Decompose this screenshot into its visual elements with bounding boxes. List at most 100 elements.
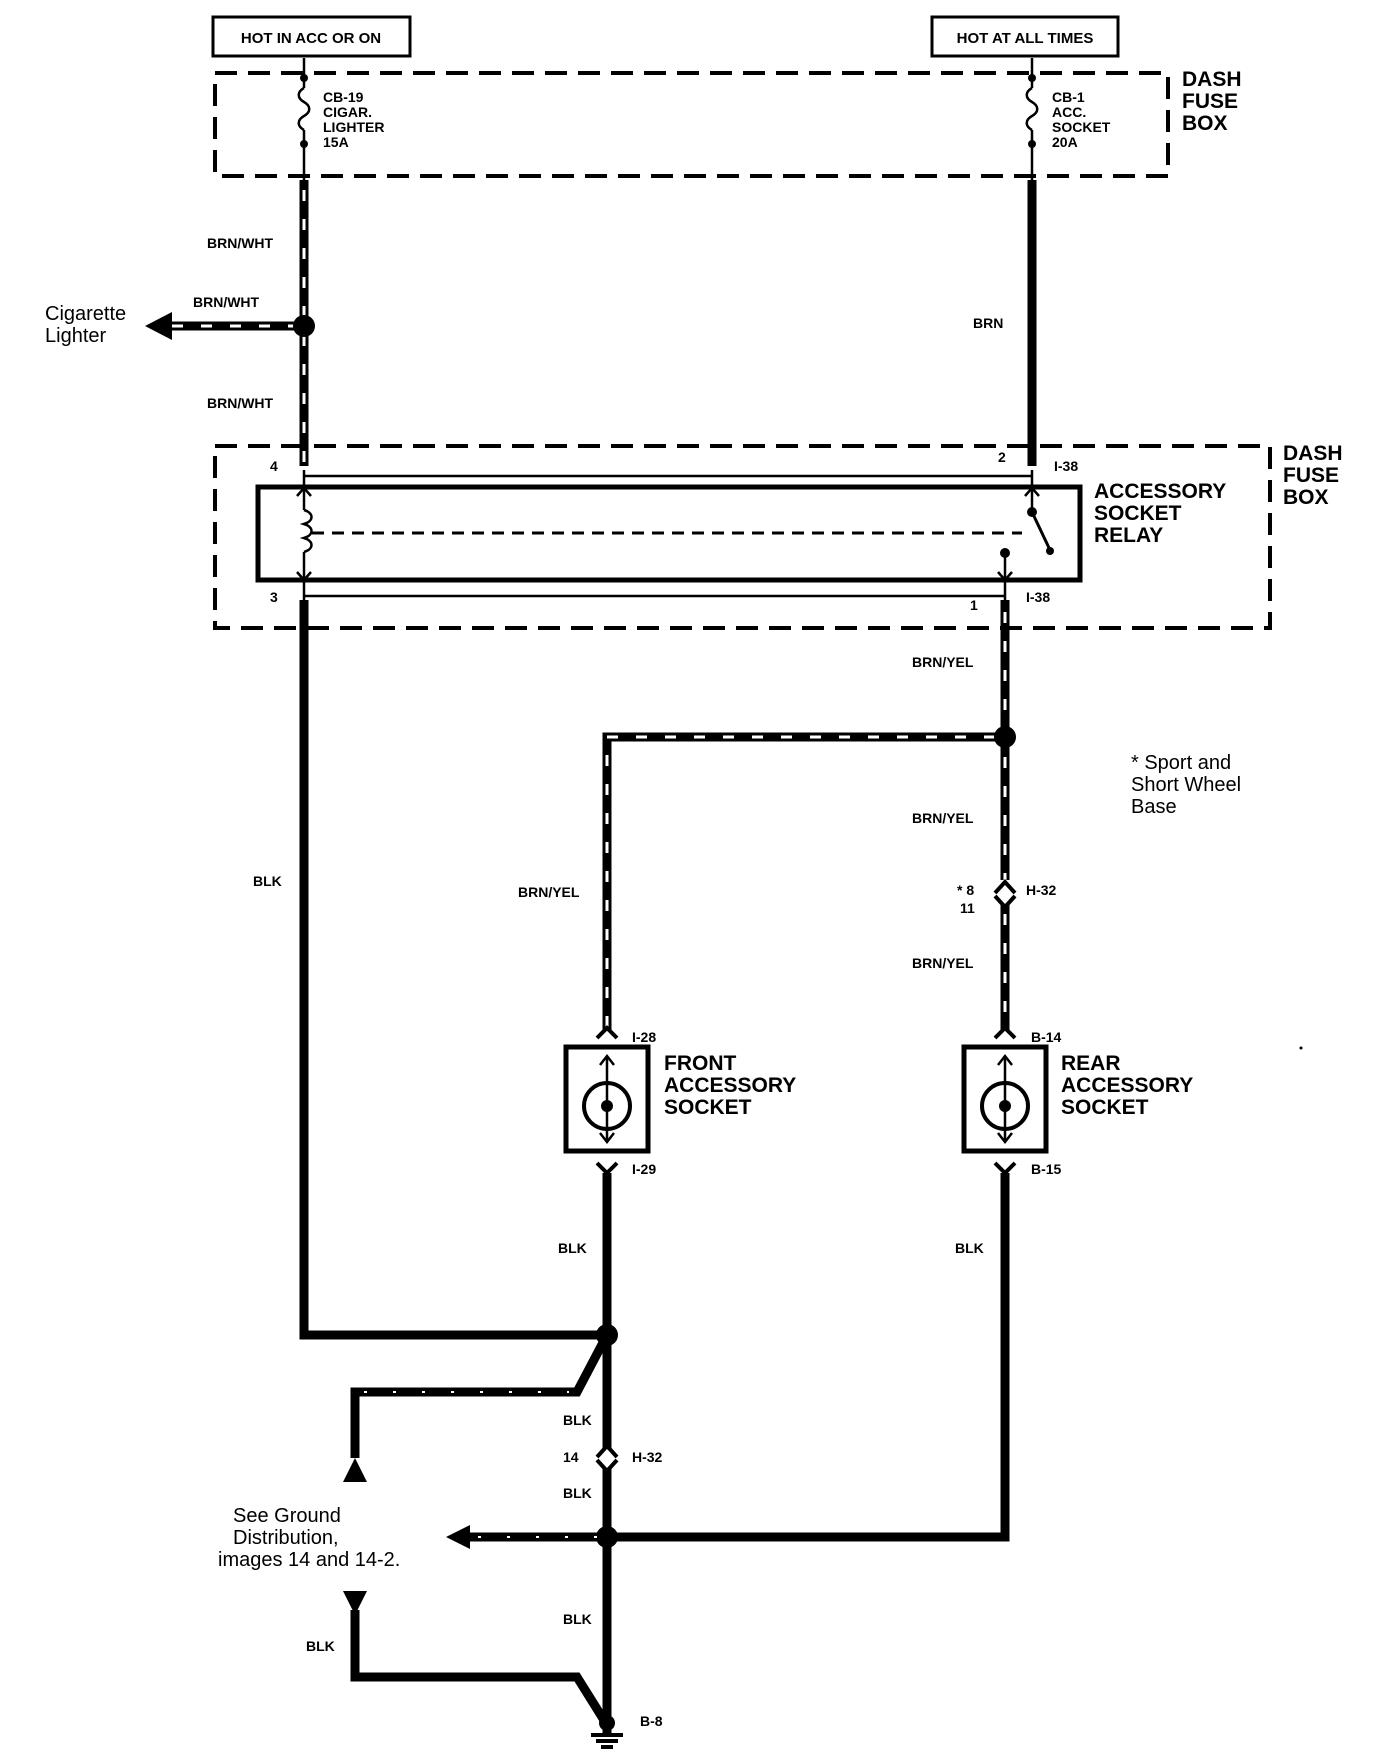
sport-note-line-3: Base <box>1131 796 1177 818</box>
ground-note-line-2: Distribution, <box>233 1527 339 1549</box>
dash-fuse-box-top-line-2: FUSE <box>1182 90 1238 113</box>
wire-label-brn-yel-3: BRN/YEL <box>912 955 974 971</box>
dash-fuse-box-top-line-1: DASH <box>1182 68 1242 91</box>
dash-fuse-box-relay-line-3: BOX <box>1283 486 1329 509</box>
wire-label-blk-1: BLK <box>563 1412 592 1428</box>
power-label-acc-text: HOT IN ACC OR ON <box>241 30 381 47</box>
rear-accessory-socket-icon <box>961 1025 1049 1176</box>
dash-fuse-box-top-line-3: BOX <box>1182 112 1228 135</box>
front-socket-line-1: FRONT <box>664 1052 736 1075</box>
fuse-cb1-icon <box>1025 58 1039 180</box>
wire-blk-rear <box>607 1173 1010 1542</box>
wire-blk-ground-branch-lower <box>350 1610 611 1728</box>
relay-connector-top: I-38 <box>1054 458 1078 474</box>
wire-label-blk-rear: BLK <box>955 1240 984 1256</box>
fuse-cb1-line-4: 20A <box>1052 134 1078 150</box>
dash-fuse-box-relay-line-2: FUSE <box>1283 464 1339 487</box>
rear-socket-connector-top: B-14 <box>1031 1029 1062 1045</box>
fuse-cb1-line-2: ACC. <box>1052 104 1086 120</box>
rear-socket-line-2: ACCESSORY <box>1061 1074 1193 1097</box>
relay-pin-3: 3 <box>270 589 278 605</box>
cigarette-lighter-arrow-icon <box>145 312 172 340</box>
fuse-cb19-line-1: CB-19 <box>323 89 364 105</box>
relay-label-line-1: ACCESSORY <box>1094 480 1226 503</box>
scan-speck <box>1299 1046 1303 1050</box>
dash-fuse-box-relay-line-1: DASH <box>1283 442 1343 465</box>
connector-h32-lower-pin: 14 <box>563 1449 579 1465</box>
fuse-cb1-line-3: SOCKET <box>1052 119 1111 135</box>
wire-label-blk-3: BLK <box>563 1611 592 1627</box>
fuse-cb19-icon <box>297 58 311 180</box>
wire-label-blk-2: BLK <box>563 1485 592 1501</box>
fuse-cb19-line-3: LIGHTER <box>323 119 384 135</box>
connector-h32-lower-icon <box>595 1443 619 1474</box>
relay-connector-bottom: I-38 <box>1026 589 1050 605</box>
wire-brn-yel-front-branch <box>602 732 1005 1030</box>
ground-distribution-arrow-down-icon <box>343 1591 367 1615</box>
power-label-always-text: HOT AT ALL TIMES <box>957 30 1094 47</box>
front-socket-connector-top: I-28 <box>632 1029 656 1045</box>
wire-label-blk-main: BLK <box>253 873 282 889</box>
sport-note-line-2: Short Wheel <box>1131 774 1241 796</box>
sport-note: * Sport and Short Wheel Base <box>1131 752 1241 818</box>
accessory-socket-relay-label: ACCESSORY SOCKET RELAY <box>1094 480 1226 547</box>
dash-fuse-box-top-label: DASH FUSE BOX <box>1182 68 1242 135</box>
connector-h32-upper-pin-a: * 8 <box>957 882 974 898</box>
ground-distribution-arrow-up-icon <box>343 1458 367 1482</box>
front-accessory-socket-label: FRONT ACCESSORY SOCKET <box>664 1052 796 1119</box>
wire-brn-wht-lighter-branch <box>145 312 304 340</box>
ground-note: See Ground Distribution, images 14 and 1… <box>218 1505 400 1571</box>
connector-h32-upper-pin-b: 11 <box>960 900 975 916</box>
rear-socket-connector-bottom: B-15 <box>1031 1161 1062 1177</box>
connector-h32-upper-icon <box>993 879 1017 910</box>
ground-distribution-arrow-left-icon <box>446 1525 470 1549</box>
wire-label-blk-ground: BLK <box>306 1638 335 1654</box>
front-accessory-socket-icon <box>563 1025 651 1176</box>
ground-note-line-1: See Ground <box>233 1505 341 1527</box>
dash-fuse-box-relay-outline <box>213 444 1272 630</box>
wire-label-brn-yel-2: BRN/YEL <box>912 810 974 826</box>
relay-label-line-2: SOCKET <box>1094 502 1182 525</box>
front-socket-connector-bottom: I-29 <box>632 1161 656 1177</box>
wire-blk-main <box>299 600 607 1340</box>
dash-fuse-box-relay-label: DASH FUSE BOX <box>1283 442 1343 509</box>
relay-pin-4: 4 <box>270 458 278 474</box>
rear-accessory-socket-label: REAR ACCESSORY SOCKET <box>1061 1052 1193 1119</box>
splice-brn-yel <box>994 726 1016 748</box>
cigarette-lighter-line-1: Cigarette <box>45 303 126 325</box>
sport-note-line-1: * Sport and <box>1131 752 1231 774</box>
fuse-cb19-line-4: 15A <box>323 134 349 150</box>
relay-switch-icon <box>997 470 1054 600</box>
ground-connector-b8: B-8 <box>640 1713 663 1729</box>
wire-label-brn-wht-2: BRN/WHT <box>193 294 260 310</box>
ground-note-line-3: images 14 and 14-2. <box>218 1549 400 1571</box>
ground-symbol-icon <box>591 1715 623 1749</box>
wire-label-brn-wht-1: BRN/WHT <box>207 235 274 251</box>
front-socket-line-3: SOCKET <box>664 1096 752 1119</box>
dash-fuse-box-top-outline <box>213 71 1170 178</box>
wire-label-brn-yel-front: BRN/YEL <box>518 884 580 900</box>
connector-h32-lower-id: H-32 <box>632 1449 663 1465</box>
fuse-cb19-label: CB-19 CIGAR. LIGHTER 15A <box>323 89 384 150</box>
relay-coil-icon <box>296 470 313 600</box>
power-label-acc: HOT IN ACC OR ON <box>211 15 412 58</box>
fuse-cb1-label: CB-1 ACC. SOCKET 20A <box>1052 89 1111 150</box>
rear-socket-line-3: SOCKET <box>1061 1096 1149 1119</box>
front-socket-line-2: ACCESSORY <box>664 1074 796 1097</box>
fuse-cb1-line-1: CB-1 <box>1052 89 1085 105</box>
power-label-always: HOT AT ALL TIMES <box>930 15 1120 58</box>
relay-pin-1: 1 <box>970 597 978 613</box>
wire-blk-ground-branch-upper <box>350 1332 611 1458</box>
wire-label-brn-wht-3: BRN/WHT <box>207 395 274 411</box>
rear-socket-line-1: REAR <box>1061 1052 1121 1075</box>
splice-lighter <box>293 315 315 337</box>
wire-label-brn: BRN <box>973 315 1003 331</box>
cigarette-lighter-line-2: Lighter <box>45 325 106 347</box>
wire-label-blk-front: BLK <box>558 1240 587 1256</box>
fuse-cb19-line-2: CIGAR. <box>323 104 372 120</box>
relay-pin-2: 2 <box>998 449 1006 465</box>
wire-label-brn-yel-1: BRN/YEL <box>912 654 974 670</box>
connector-h32-upper-id: H-32 <box>1026 882 1057 898</box>
relay-label-line-3: RELAY <box>1094 524 1163 547</box>
